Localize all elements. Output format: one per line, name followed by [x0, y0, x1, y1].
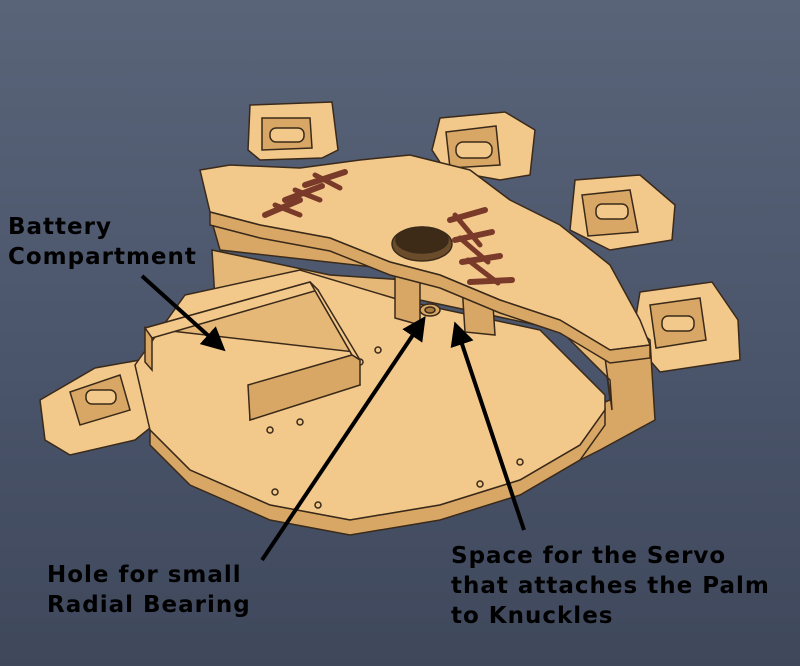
bearing-hole: [419, 303, 441, 317]
label-line: Radial Bearing: [47, 592, 251, 618]
knuckle-mount-4: [631, 281, 741, 373]
label-line: that attaches the Palm: [451, 573, 770, 599]
arrow-hole: [260, 316, 426, 562]
battery-compartment-label: Battery Compartment: [8, 212, 197, 272]
thumb-mount: [39, 359, 161, 456]
battery-compartment: [143, 281, 361, 422]
bearing-hole-label: Hole for small Radial Bearing: [47, 560, 251, 620]
label-line: Battery: [8, 214, 112, 240]
knuckle-mount-1: [247, 101, 339, 161]
stitching: [262, 169, 515, 286]
arrow-battery: [140, 274, 226, 352]
knuckle-mount-2: [431, 111, 536, 181]
knuckle-mount-3: [569, 174, 676, 251]
servo-space-label: Space for the Servo that attaches the Pa…: [451, 541, 770, 631]
palm-cover: [199, 154, 652, 364]
arrow-servo: [450, 321, 526, 531]
label-line: Space for the Servo: [451, 543, 727, 569]
label-line: Hole for small: [47, 562, 242, 588]
label-line: Compartment: [8, 244, 197, 270]
label-line: to Knuckles: [451, 603, 614, 629]
